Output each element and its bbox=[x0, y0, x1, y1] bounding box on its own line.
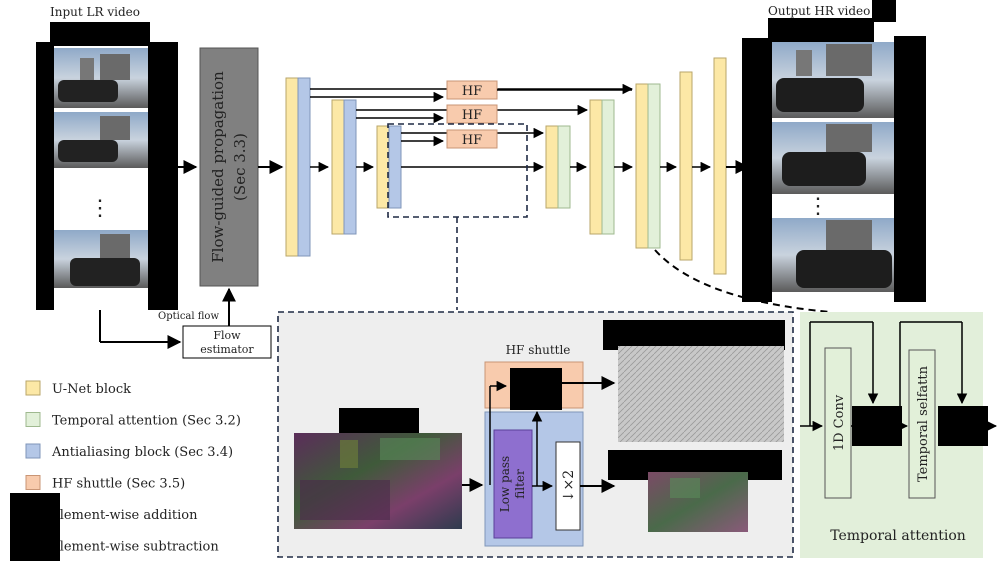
legend-label-0: U-Net block bbox=[52, 382, 131, 397]
unet-block-dec-3 bbox=[635, 83, 649, 249]
antialias-block-enc-1 bbox=[297, 77, 311, 257]
hf-label-2: HF bbox=[462, 108, 482, 123]
unet-block-enc-2 bbox=[331, 99, 345, 235]
input-video-stack: ⋮ bbox=[36, 22, 178, 310]
decoder-blocks bbox=[545, 57, 727, 275]
unet-block-dec-5 bbox=[713, 57, 727, 275]
low-pass-label-2: filter bbox=[513, 469, 527, 499]
hf-label-3: HF bbox=[462, 133, 482, 148]
conv1d-label: 1D Conv bbox=[832, 394, 847, 451]
temporal-block-dec-1 bbox=[557, 125, 571, 209]
output-video-label: Output HR video bbox=[768, 4, 870, 18]
flow-propagation-section: (Sec 3.3) bbox=[231, 133, 249, 201]
temporal-block-dec-3 bbox=[647, 83, 661, 249]
unet-block-enc-1 bbox=[285, 77, 299, 257]
legend-label-5: element-wise subtraction bbox=[52, 540, 219, 555]
flow-estimator-label-2: estimator bbox=[200, 343, 254, 356]
unet-block-dec-4 bbox=[679, 71, 693, 261]
low-pass-label-1: Low pass bbox=[498, 456, 512, 512]
temporal-selfattn-label: Temporal selfattn bbox=[916, 365, 931, 482]
downsample-block bbox=[555, 441, 581, 531]
temporal-block-dec-2 bbox=[601, 99, 615, 235]
optical-flow-label: Optical flow bbox=[158, 311, 219, 322]
hf-label-1: HF bbox=[462, 84, 482, 99]
downsample-label: ↓×2 bbox=[561, 470, 577, 502]
input-ellipsis: ⋮ bbox=[89, 196, 111, 221]
legend-label-1: Temporal attention (Sec 3.2) bbox=[52, 414, 241, 429]
flow-estimator-label-1: Flow bbox=[213, 329, 241, 342]
output-ellipsis: ⋮ bbox=[807, 194, 829, 219]
input-video-label: Input LR video bbox=[50, 5, 140, 19]
hf-shuttle-title: HF shuttle bbox=[506, 343, 571, 357]
legend-operator-symbols bbox=[10, 493, 60, 561]
flow-estimator-box bbox=[182, 325, 272, 359]
unet-block-dec-1 bbox=[545, 125, 559, 209]
temporal-selfattn-block bbox=[908, 349, 936, 499]
antialias-block-enc-2 bbox=[343, 99, 357, 235]
unet-block-dec-2 bbox=[589, 99, 603, 235]
legend-label-3: HF shuttle (Sec 3.5) bbox=[52, 477, 185, 492]
hf-shuttle-3 bbox=[446, 129, 498, 149]
legend-label-2: Antialiasing block (Sec 3.4) bbox=[51, 445, 233, 460]
addition-operator-1 bbox=[852, 406, 902, 446]
hf-shuttle-2 bbox=[446, 104, 498, 124]
legend-swatch-1 bbox=[25, 412, 41, 427]
high-frequency-map bbox=[618, 346, 784, 442]
encoder-blocks bbox=[285, 77, 402, 257]
legend-swatch-0 bbox=[25, 380, 41, 396]
legend-label-4: element-wise addition bbox=[52, 508, 198, 523]
legend-swatch-2 bbox=[25, 443, 41, 459]
temporal-attention-title: Temporal attention bbox=[830, 528, 966, 544]
output-video-stack: ⋮ bbox=[742, 0, 926, 302]
legend-swatch-3 bbox=[25, 475, 41, 490]
antialias-block-enc-3 bbox=[388, 125, 402, 209]
addition-operator-2 bbox=[938, 406, 988, 446]
flow-propagation-label: Flow-guided propagation bbox=[209, 71, 227, 263]
hf-output-label-box bbox=[603, 320, 785, 350]
subtraction-operator bbox=[510, 368, 562, 410]
low-pass-filter bbox=[493, 429, 533, 539]
conv1d-block bbox=[824, 347, 852, 499]
